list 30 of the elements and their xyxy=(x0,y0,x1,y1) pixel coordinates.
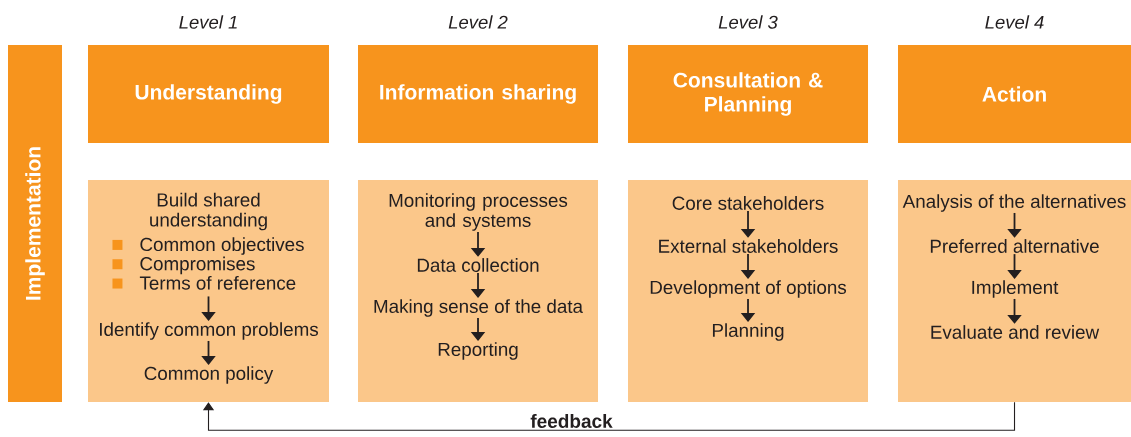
step-text: Making sense of the data xyxy=(374,299,583,317)
level-label: Level 3 xyxy=(718,15,778,29)
step-text: Development of options xyxy=(650,280,847,298)
feedback-arrow xyxy=(202,401,1016,431)
step-text: Common policy xyxy=(144,366,274,384)
level-header-box: Action xyxy=(898,45,1131,143)
step-text: Analysis of the alternatives xyxy=(902,194,1126,212)
step-panel xyxy=(628,180,868,402)
level-label: Level 2 xyxy=(448,15,508,29)
step-text: Reporting xyxy=(438,342,518,360)
step-panel xyxy=(358,180,598,402)
side-bar: Implementation xyxy=(8,45,62,402)
step-text: Core stakeholders xyxy=(672,196,824,210)
step-text: External stakeholders xyxy=(659,239,838,253)
level-header-box: Information sharing xyxy=(358,45,598,143)
step-panel xyxy=(898,180,1131,402)
level-header-box: Consultation & Planning xyxy=(628,45,868,143)
step-text: Planning xyxy=(712,323,784,341)
step-text: Monitoring processes and systems xyxy=(389,193,568,231)
step-panel xyxy=(88,180,329,402)
step-text: Identify common problems xyxy=(100,322,318,340)
edge-label: feedback xyxy=(529,413,614,429)
step-text: Data collection xyxy=(417,258,539,272)
level-label: Level 1 xyxy=(179,15,237,29)
step-text: Preferred alternative xyxy=(930,239,1099,253)
level-header-box: Understanding xyxy=(88,45,329,143)
step-text: Build shared understanding Common objectives Compromises Terms of reference xyxy=(112,192,304,290)
level-label: Level 4 xyxy=(985,15,1044,29)
step-text: Implement xyxy=(972,280,1059,298)
step-text: Evaluate and review xyxy=(931,325,1100,339)
